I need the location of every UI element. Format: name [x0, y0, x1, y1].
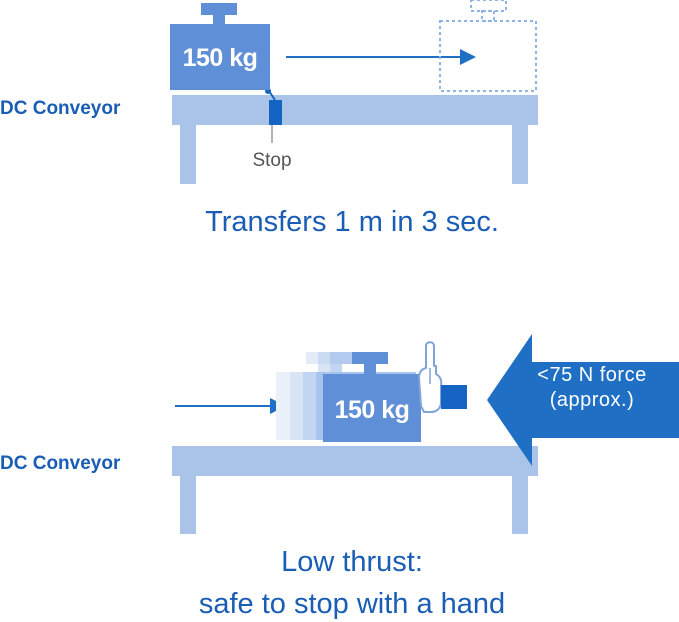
top-scene: Stop 150 kg DC Conveyor Transfers 1 m in…	[0, 0, 538, 238]
force-label-line1: <75 N force	[537, 364, 646, 386]
top-conveyor-label: DC Conveyor	[0, 98, 121, 119]
force-arrow-icon: <75 N force (approx.)	[487, 334, 679, 466]
force-label-line2: (approx.)	[550, 389, 635, 411]
bottom-conveyor-label: DC Conveyor	[0, 453, 121, 474]
bottom-conveyor-leg-right	[512, 474, 528, 534]
stop-pin-icon	[265, 88, 282, 125]
bottom-caption-line2: safe to stop with a hand	[199, 588, 505, 620]
motion-arrow-icon	[286, 49, 476, 65]
weight-icon: 150 kg	[170, 3, 270, 90]
top-conveyor-leg-right	[512, 124, 528, 184]
bottom-conveyor-belt	[172, 446, 538, 476]
top-conveyor-belt	[172, 95, 538, 125]
ghost-weight-icon	[439, 0, 537, 92]
top-conveyor-leg-left	[180, 124, 196, 184]
hand-icon	[418, 341, 467, 413]
motion-arrow-icon	[175, 398, 286, 414]
stop-label: Stop	[252, 150, 291, 171]
bottom-conveyor-leg-left	[180, 474, 196, 534]
bottom-caption-line1: Low thrust:	[281, 546, 423, 578]
top-caption: Transfers 1 m in 3 sec.	[205, 206, 499, 238]
weight-icon: 150 kg	[323, 352, 421, 442]
bottom-weight-label: 150 kg	[335, 396, 410, 424]
top-weight-label: 150 kg	[183, 44, 258, 72]
bottom-scene: 150 kg <75 N force (approx.) DC Conveyor…	[0, 334, 679, 620]
